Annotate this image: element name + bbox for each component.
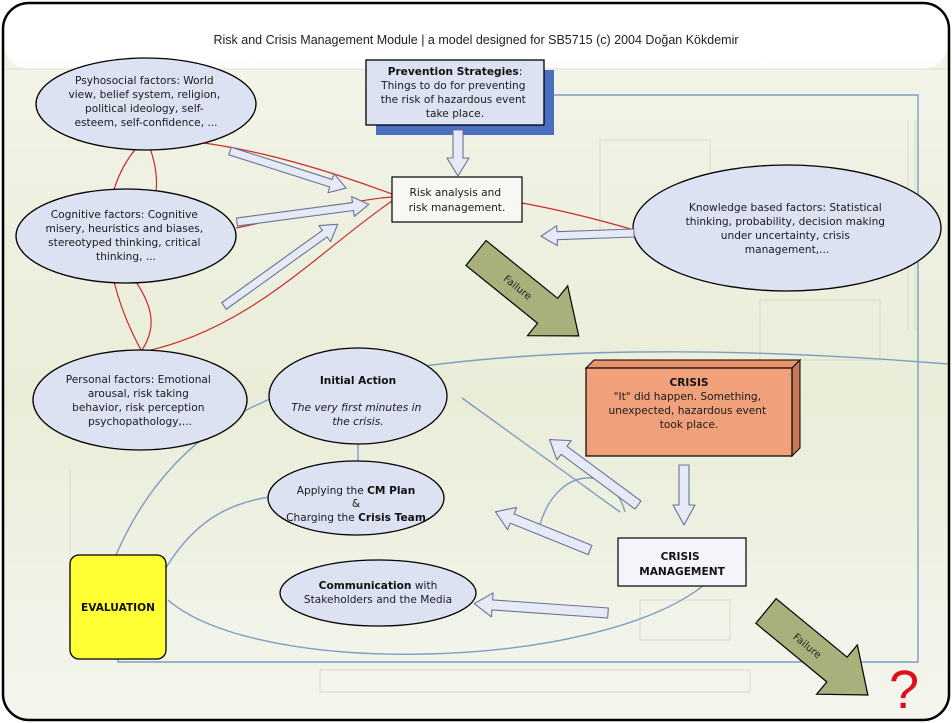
cm-plan-line1: Applying the CM Plan	[297, 485, 416, 497]
title-bar	[4, 4, 948, 69]
line-initial-cm	[461, 397, 621, 513]
prevention-text: Things to do for preventing the risk of …	[380, 80, 529, 120]
failure-arrow-1: Failure	[465, 239, 580, 337]
red-per-risk	[141, 200, 393, 353]
arrow-cm-to-communication	[473, 592, 609, 619]
curve-bottom-sweep	[167, 579, 711, 655]
arrow-prevention-to-risk	[446, 129, 470, 177]
arrow-cm-to-initial	[549, 439, 642, 510]
evaluation-text: EVALUATION	[81, 602, 155, 614]
factor-ellipses	[15, 57, 942, 627]
communication-line1: Communication with	[319, 580, 438, 592]
cognitive-ellipse	[15, 188, 237, 284]
arrow-psy-to-risk	[228, 146, 347, 194]
communication-ellipse	[279, 559, 477, 627]
knowledge-text: Knowledge based factors: Statistical thi…	[686, 202, 889, 256]
cm-plan-amp: &	[352, 498, 360, 510]
cm-plan-line2: Charging the Crisis Team	[286, 512, 426, 524]
arrow-cog-to-risk	[235, 196, 370, 227]
crisis-management-box	[617, 537, 747, 587]
red-cog-per	[135, 281, 152, 351]
question-mark: ?	[889, 660, 919, 720]
crisis-box	[584, 358, 802, 458]
crisis-text: "It" did happen. Something, unexpected, …	[608, 391, 769, 431]
risk-analysis-box	[391, 176, 523, 223]
cognitive-text: Cognitive factors: Cognitive misery, heu…	[46, 209, 207, 263]
arrow-crisis-to-cm	[672, 464, 696, 526]
initial-action-text: The very first minutes in the crisis.	[291, 402, 424, 428]
prevention-heading: Prevention Strategies:	[388, 66, 523, 78]
risk-analysis-text: Risk analysis and risk management.	[409, 187, 506, 214]
initial-action-ellipse	[268, 347, 448, 445]
communication-line2: Stakeholders and the Media	[304, 594, 452, 606]
psychosocial-ellipse	[35, 57, 257, 151]
personal-ellipse	[32, 349, 248, 451]
personal-text: Personal factors: Emotional arousal, ris…	[66, 374, 215, 428]
arrow-cm-to-plan	[494, 506, 593, 556]
arrow-per-to-risk	[221, 223, 339, 310]
flow-arrows	[221, 129, 696, 619]
crisis-management-text: CRISIS MANAGEMENT	[639, 551, 725, 578]
prevention-box	[365, 59, 545, 126]
crisis-title: CRISIS	[669, 377, 708, 389]
cm-plan-ellipse	[267, 460, 445, 536]
red-risk-knowledge	[521, 202, 635, 231]
knowledge-ellipse	[632, 164, 942, 292]
psychosocial-text: Psyhosocial factors: World view, belief …	[68, 75, 223, 129]
initial-action-title: Initial Action	[320, 375, 396, 387]
evaluation-box	[69, 554, 167, 660]
diagram-title: Risk and Crisis Management Module | a mo…	[213, 33, 738, 47]
arrow-knowledge-to-risk	[540, 225, 635, 247]
failure-arrow-2: Failure	[754, 597, 869, 696]
